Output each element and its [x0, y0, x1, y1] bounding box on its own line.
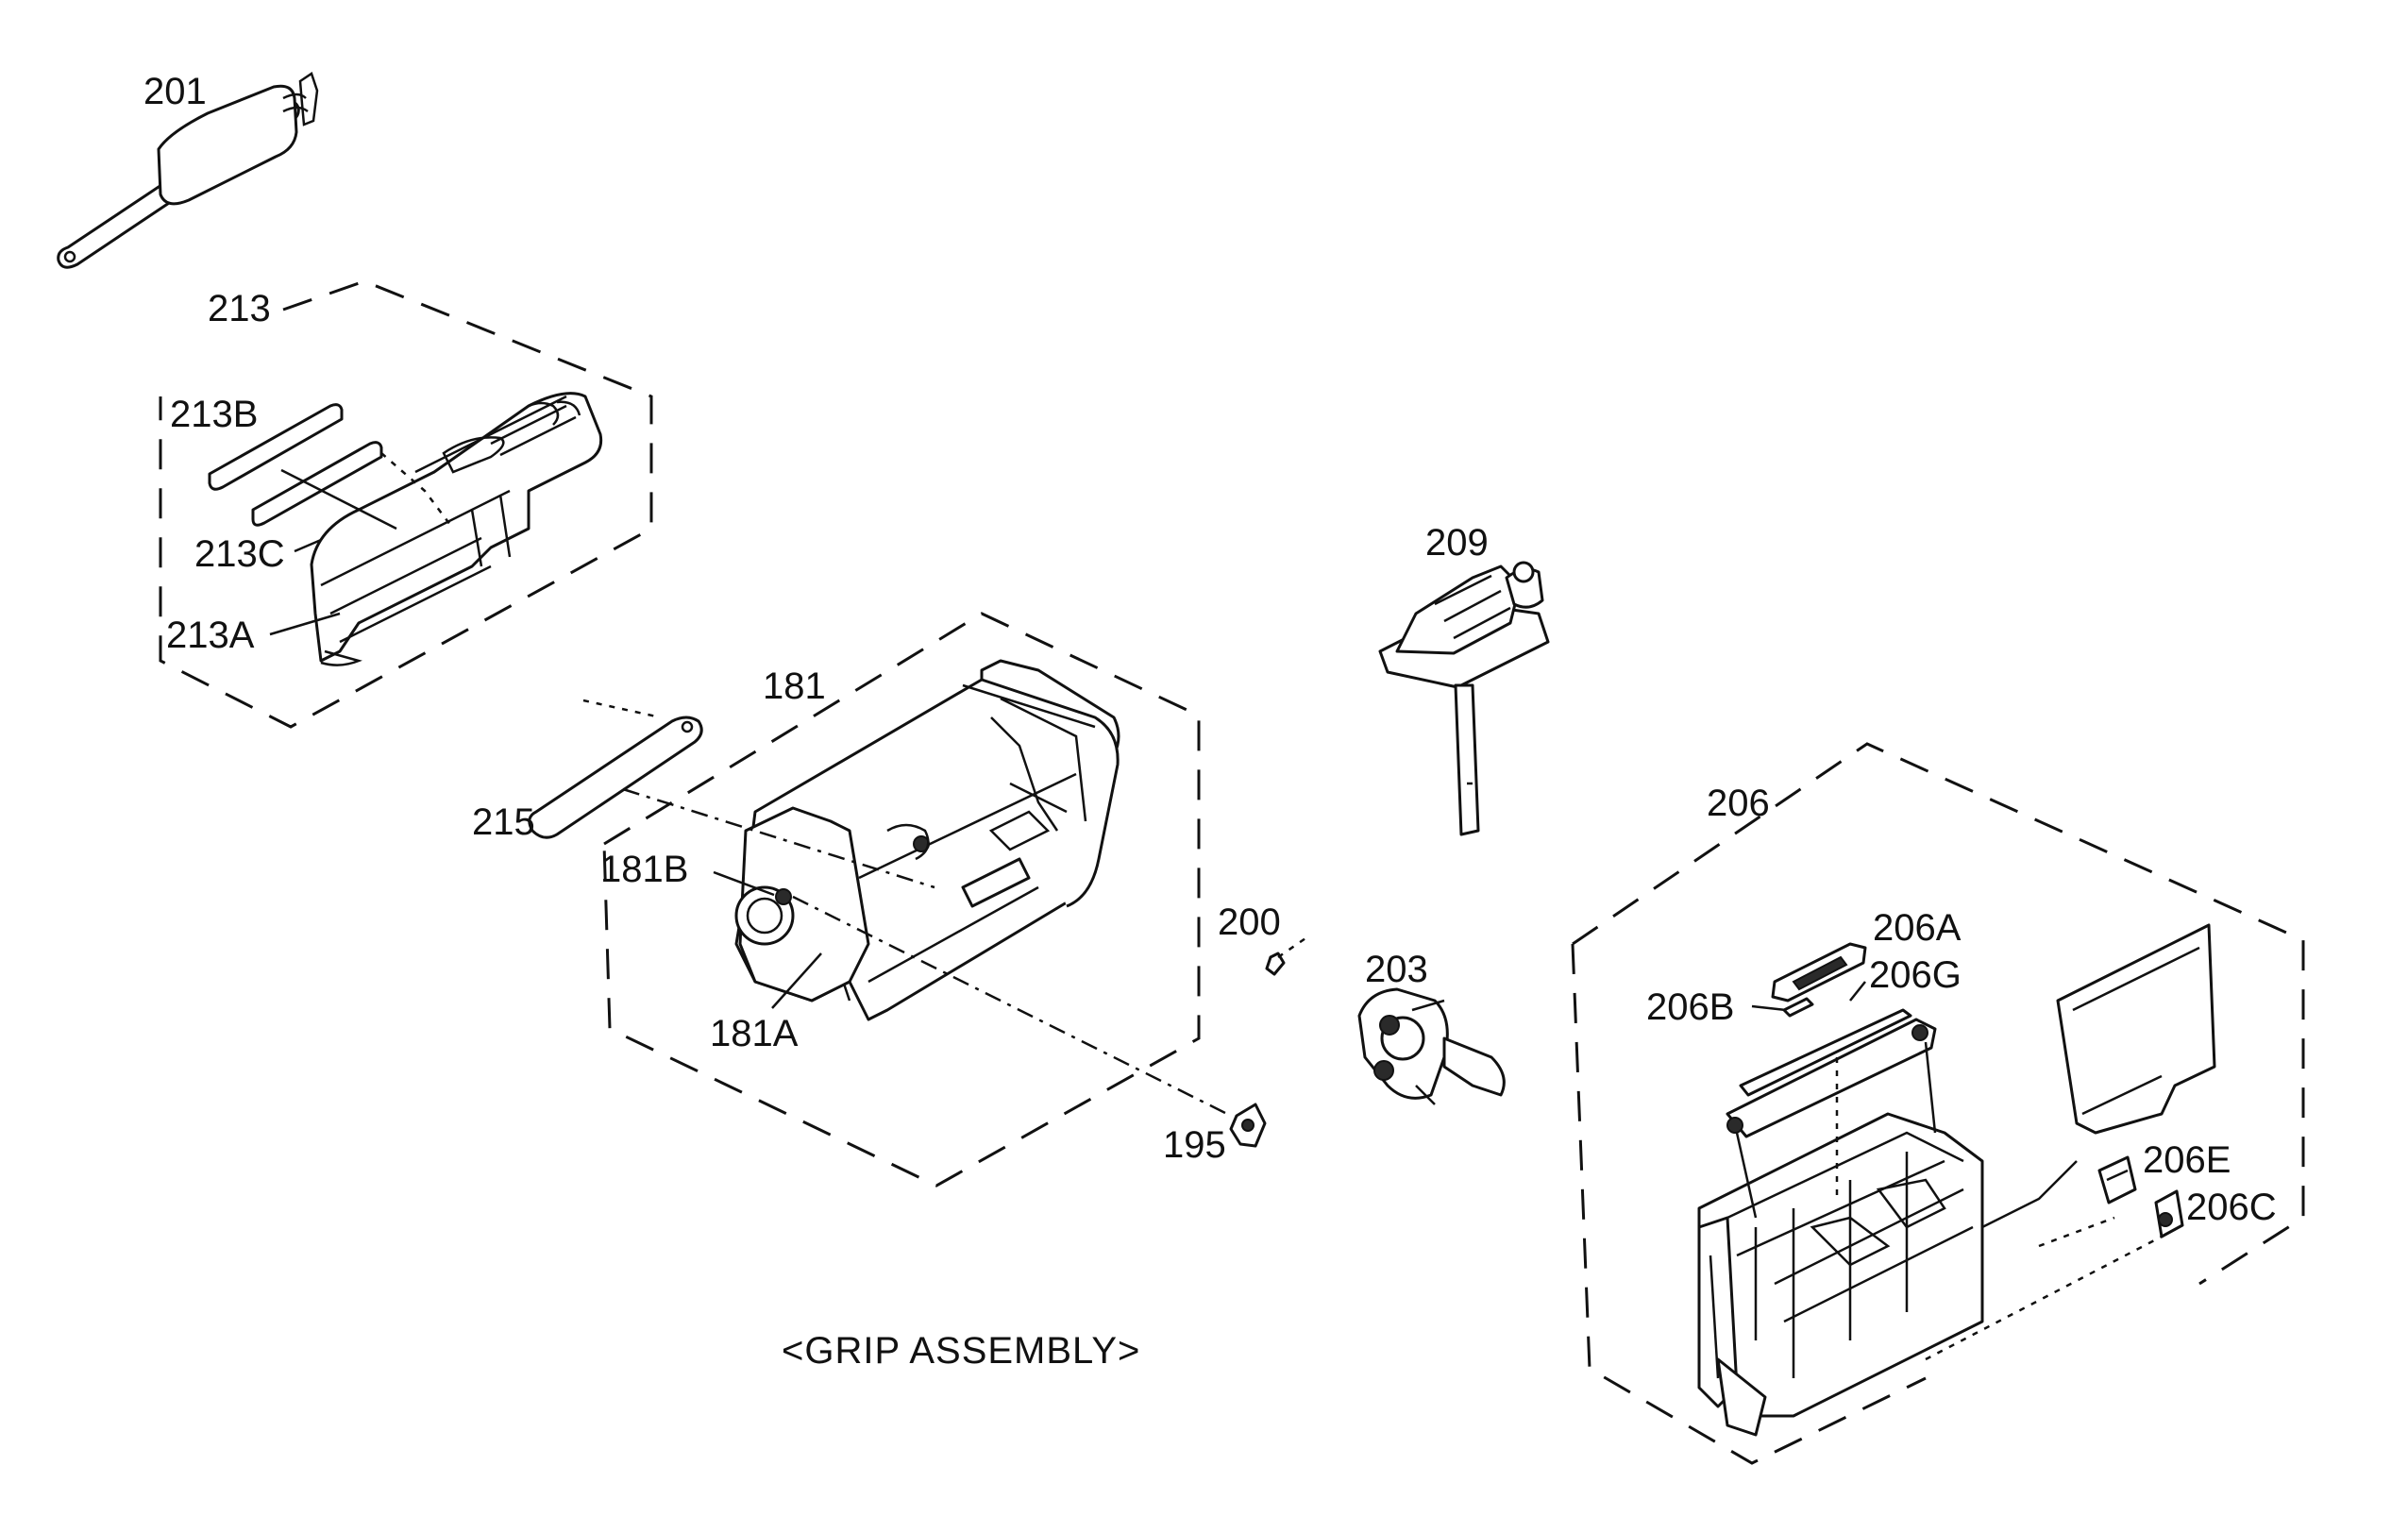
label-213b: 213B	[170, 394, 258, 435]
leader-206g	[1849, 981, 1866, 1002]
label-206g: 206G	[1869, 954, 1962, 996]
guide-213	[380, 452, 454, 530]
part-200-screw	[1265, 935, 1309, 976]
label-206a: 206A	[1873, 907, 1962, 949]
part-213-grip-cover	[208, 392, 603, 666]
diagram-title: <GRIP ASSEMBLY>	[782, 1330, 1140, 1372]
group-206-box	[1571, 742, 2305, 1465]
part-195-screw	[1229, 1103, 1267, 1148]
leader-181a	[771, 952, 822, 1009]
label-209: 209	[1425, 522, 1489, 564]
part-206-frame-assembly	[1697, 923, 2216, 1437]
label-206b: 206B	[1646, 986, 1734, 1028]
label-203: 203	[1365, 949, 1428, 990]
leader-213c	[294, 538, 322, 553]
label-195: 195	[1163, 1124, 1226, 1166]
leader-213a	[269, 612, 341, 636]
label-213c: 213C	[194, 533, 285, 575]
label-181b: 181B	[600, 849, 688, 890]
leader-181b	[713, 870, 775, 897]
part-215-strip	[528, 716, 703, 839]
label-206e: 206E	[2143, 1139, 2231, 1181]
label-213a: 213A	[166, 615, 255, 656]
label-213: 213	[208, 288, 271, 329]
label-181a: 181A	[710, 1013, 799, 1054]
part-201-strap	[57, 72, 319, 269]
part-213c-strip	[251, 441, 383, 527]
leader-206b	[1751, 1004, 1787, 1012]
part-209-switch	[1378, 561, 1550, 836]
part-213b-strip	[208, 403, 344, 491]
label-200: 200	[1218, 901, 1281, 943]
label-206c: 206C	[2186, 1187, 2277, 1228]
label-201: 201	[143, 71, 207, 112]
guide-top	[582, 699, 662, 719]
label-215: 215	[472, 801, 535, 843]
part-181-grip-frame	[734, 659, 1120, 1021]
label-181: 181	[763, 665, 826, 707]
guide-181-195	[792, 895, 1228, 1116]
label-206: 206	[1707, 783, 1770, 824]
group-213-box	[159, 279, 653, 729]
part-203-dial	[1357, 987, 1506, 1105]
group-181-box	[602, 612, 1201, 1188]
leader-213b	[280, 468, 397, 531]
